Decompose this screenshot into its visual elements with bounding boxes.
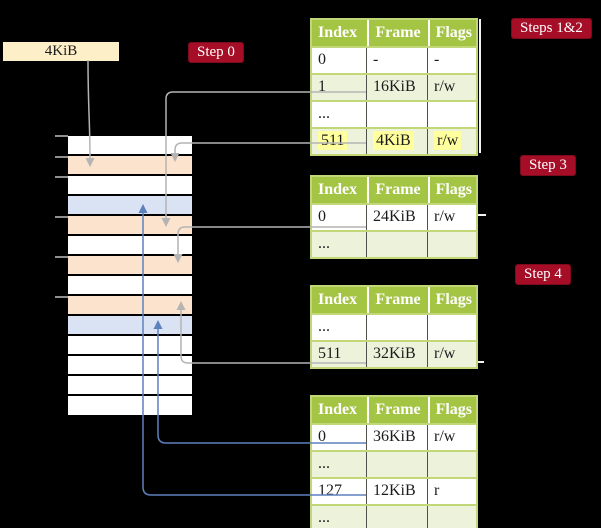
clipped-line-stub [478, 214, 486, 216]
memory-frame-row [68, 396, 192, 416]
table-header: Index Frame Flags [312, 287, 476, 313]
table-row: 511 32KiB r/w [312, 340, 476, 367]
cell-index: 511 [312, 129, 366, 154]
memory-frame-row [68, 256, 192, 276]
cell-frame [366, 452, 427, 477]
cell-frame [366, 506, 427, 528]
table-row: 0 - - [312, 46, 476, 73]
cell-flags [427, 232, 476, 257]
frame-boundary-tick [55, 296, 68, 298]
cell-flags: r/w [427, 205, 476, 230]
table-row: ... [312, 100, 476, 127]
table-row: 0 36KiB r/w [312, 423, 476, 450]
table-row: ... [312, 504, 476, 528]
cell-index: ... [318, 455, 330, 472]
column-header: Index [318, 291, 358, 308]
cell-frame: 12KiB [366, 479, 427, 504]
cell-flags: r [427, 479, 476, 504]
physical-memory-stack [68, 136, 192, 416]
cell-frame [366, 232, 427, 257]
table-row: 0 24KiB r/w [312, 203, 476, 230]
column-header: Frame [367, 20, 427, 46]
table-header: Index Frame Flags [312, 20, 476, 46]
memory-frame-row [68, 276, 192, 296]
cell-index: 1 [318, 78, 326, 95]
table-header: Index Frame Flags [312, 397, 476, 423]
table-header: Index Frame Flags [312, 177, 476, 203]
cell-frame [366, 315, 427, 340]
page-table-2: Index Frame Flags 0 24KiB r/w ... [310, 175, 478, 259]
cell-frame: 16KiB [366, 75, 427, 100]
column-header: Frame [367, 287, 427, 313]
page-table-1: Index Frame Flags 0 - - 1 16KiB r/w ... … [310, 18, 478, 156]
badge-step-4: Step 4 [515, 264, 571, 285]
memory-frame-row [68, 336, 192, 356]
column-header: Flags [427, 177, 476, 203]
cell-frame: 4KiB [366, 129, 427, 154]
cell-index: ... [318, 235, 330, 252]
cell-flags: - [427, 48, 476, 73]
table-row: 511 4KiB r/w [312, 127, 476, 154]
memory-frame-row [68, 316, 192, 336]
cell-flags: r/w [427, 425, 476, 450]
cell-frame: 24KiB [366, 205, 427, 230]
badge-steps-1-2: Steps 1&2 [511, 18, 592, 39]
table-row: ... [312, 450, 476, 477]
memory-frame-row [68, 356, 192, 376]
cell-flags [427, 506, 476, 528]
cell-index: ... [318, 105, 330, 122]
cell-flags: r/w [427, 129, 476, 154]
memory-frame-row [68, 296, 192, 316]
cell-flags: r/w [427, 75, 476, 100]
column-header: Flags [427, 287, 476, 313]
frame-boundary-tick [55, 135, 68, 137]
cell-frame: 36KiB [366, 425, 427, 450]
cell-flags [427, 102, 476, 127]
badge-step-3: Step 3 [520, 155, 576, 176]
memory-frame-row [68, 136, 192, 156]
column-header: Frame [367, 177, 427, 203]
table-row: 127 12KiB r [312, 477, 476, 504]
cell-frame: 32KiB [366, 342, 427, 367]
column-header: Index [318, 24, 358, 41]
clipped-line-stub [478, 361, 484, 363]
frame-boundary-tick [55, 176, 68, 178]
cell-flags: r/w [427, 342, 476, 367]
cell-flags [427, 452, 476, 477]
cell-index: 511 [318, 345, 342, 362]
page-table-4: Index Frame Flags 0 36KiB r/w ... 127 12… [310, 395, 478, 528]
column-header: Flags [427, 20, 476, 46]
memory-frame-row [68, 236, 192, 256]
page-table-3: Index Frame Flags ... 511 32KiB r/w [310, 285, 478, 369]
column-header: Index [318, 401, 358, 418]
clipped-line-stub [479, 19, 481, 153]
column-header: Frame [367, 397, 427, 423]
cell-index: 0 [318, 428, 326, 445]
table-row: ... [312, 313, 476, 340]
badge-step-0: Step 0 [188, 42, 244, 63]
frame-boundary-tick [55, 256, 68, 258]
memory-frame-row [68, 216, 192, 236]
frame-size-label: 4KiB [3, 42, 119, 61]
cell-index: 0 [318, 51, 326, 68]
cell-index: ... [318, 318, 330, 335]
memory-frame-row [68, 156, 192, 176]
cell-index: 127 [318, 482, 342, 499]
memory-frame-row [68, 176, 192, 196]
memory-frame-row [68, 196, 192, 216]
cell-frame: - [366, 48, 427, 73]
table-row: ... [312, 230, 476, 257]
frame-boundary-tick [55, 156, 68, 158]
table-row: 1 16KiB r/w [312, 73, 476, 100]
column-header: Flags [427, 397, 476, 423]
memory-frame-row [68, 376, 192, 396]
frame-boundary-tick [55, 216, 68, 218]
cell-flags [427, 315, 476, 340]
cell-index: ... [318, 509, 330, 526]
column-header: Index [318, 181, 358, 198]
cell-index: 0 [318, 208, 326, 225]
cell-frame [366, 102, 427, 127]
